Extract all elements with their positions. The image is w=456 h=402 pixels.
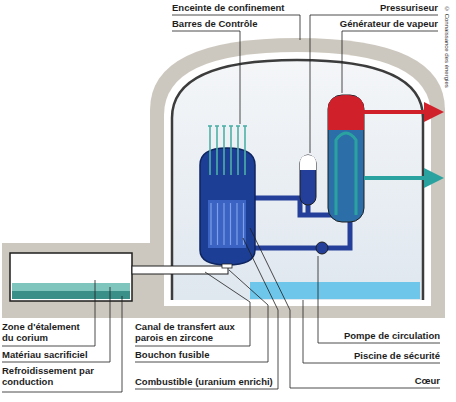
part-label: Zone d'étalement du corium [2, 322, 92, 344]
primary-pipes [255, 198, 335, 215]
part-label: Matériau sacrificiel [2, 350, 107, 361]
primary-pipes [306, 205, 311, 215]
steam-generator [328, 95, 364, 130]
leader-line [172, 15, 300, 40]
building-wall [150, 38, 445, 318]
leader-line [342, 31, 438, 93]
pump [316, 242, 328, 254]
leader-line [135, 238, 278, 389]
control-rods [208, 126, 247, 175]
control-rods [243, 125, 247, 127]
fuel-rods [210, 203, 211, 245]
control-rods [223, 126, 225, 175]
control-rods [208, 125, 212, 127]
core-catcher [10, 253, 132, 301]
pressurizer [300, 155, 316, 170]
core-catcher [132, 266, 228, 274]
steam-generator [364, 176, 440, 180]
leader-line [172, 31, 240, 124]
steam-generator [336, 133, 356, 215]
leader-line [250, 228, 440, 388]
leader-line [2, 280, 95, 346]
steam-generator [364, 110, 440, 114]
reactor-vessel [200, 148, 255, 265]
safety-pool [250, 282, 420, 299]
fuel-rods [211, 203, 244, 245]
control-rods [215, 125, 219, 127]
fuel-rods [236, 203, 237, 245]
reactor-vessel [208, 200, 246, 248]
part-label: Cœur [330, 376, 440, 387]
part-label: Canal de transfert aux parois en zircone [135, 322, 253, 344]
control-rods [222, 125, 226, 127]
part-label: Combustible (uranium enrichi) [135, 377, 277, 388]
fuel-rods [230, 203, 231, 245]
reactor-vessel [200, 148, 255, 268]
reactor-vessel [222, 264, 232, 268]
control-rods [230, 126, 232, 175]
part-label: Bouchon fusible [135, 350, 265, 361]
steam-generator [328, 95, 364, 222]
part-label: Générateur de vapeur [320, 19, 438, 30]
leader-line [318, 256, 440, 343]
control-rods [244, 126, 246, 175]
part-label: Barres de Contrôle [172, 19, 282, 30]
core-catcher [12, 291, 130, 299]
leader-line [303, 300, 440, 363]
leader-line [135, 270, 268, 362]
control-rods [237, 126, 239, 175]
fuel-rods [223, 203, 224, 245]
part-label: Piscine de sécurité [330, 351, 440, 362]
part-label: Pressuriseur [320, 3, 438, 14]
building-wall [2, 243, 167, 318]
leader-line [2, 287, 110, 362]
fuel-rods [217, 203, 218, 245]
core-catcher [10, 253, 228, 301]
steam-generator [328, 95, 440, 222]
part-label: Refroidissement par conduction [2, 366, 107, 388]
watermark: © Connaissance des énergies [444, 6, 450, 88]
part-label: Enceinte de confinement [172, 3, 300, 14]
pump [316, 242, 328, 254]
core-catcher [12, 283, 130, 291]
pressurizer [300, 155, 316, 205]
control-rods [209, 126, 211, 175]
leader-line [2, 296, 122, 392]
control-rods [229, 125, 233, 127]
building-wall [2, 38, 445, 318]
part-label: Pompe de circulation [330, 331, 440, 342]
leader-line [2, 15, 440, 392]
safety-pool [250, 282, 420, 299]
control-rods [236, 125, 240, 127]
primary-pipes [255, 222, 350, 248]
pressurizer [300, 155, 316, 205]
leader-line [310, 15, 438, 153]
control-rods [216, 126, 218, 175]
